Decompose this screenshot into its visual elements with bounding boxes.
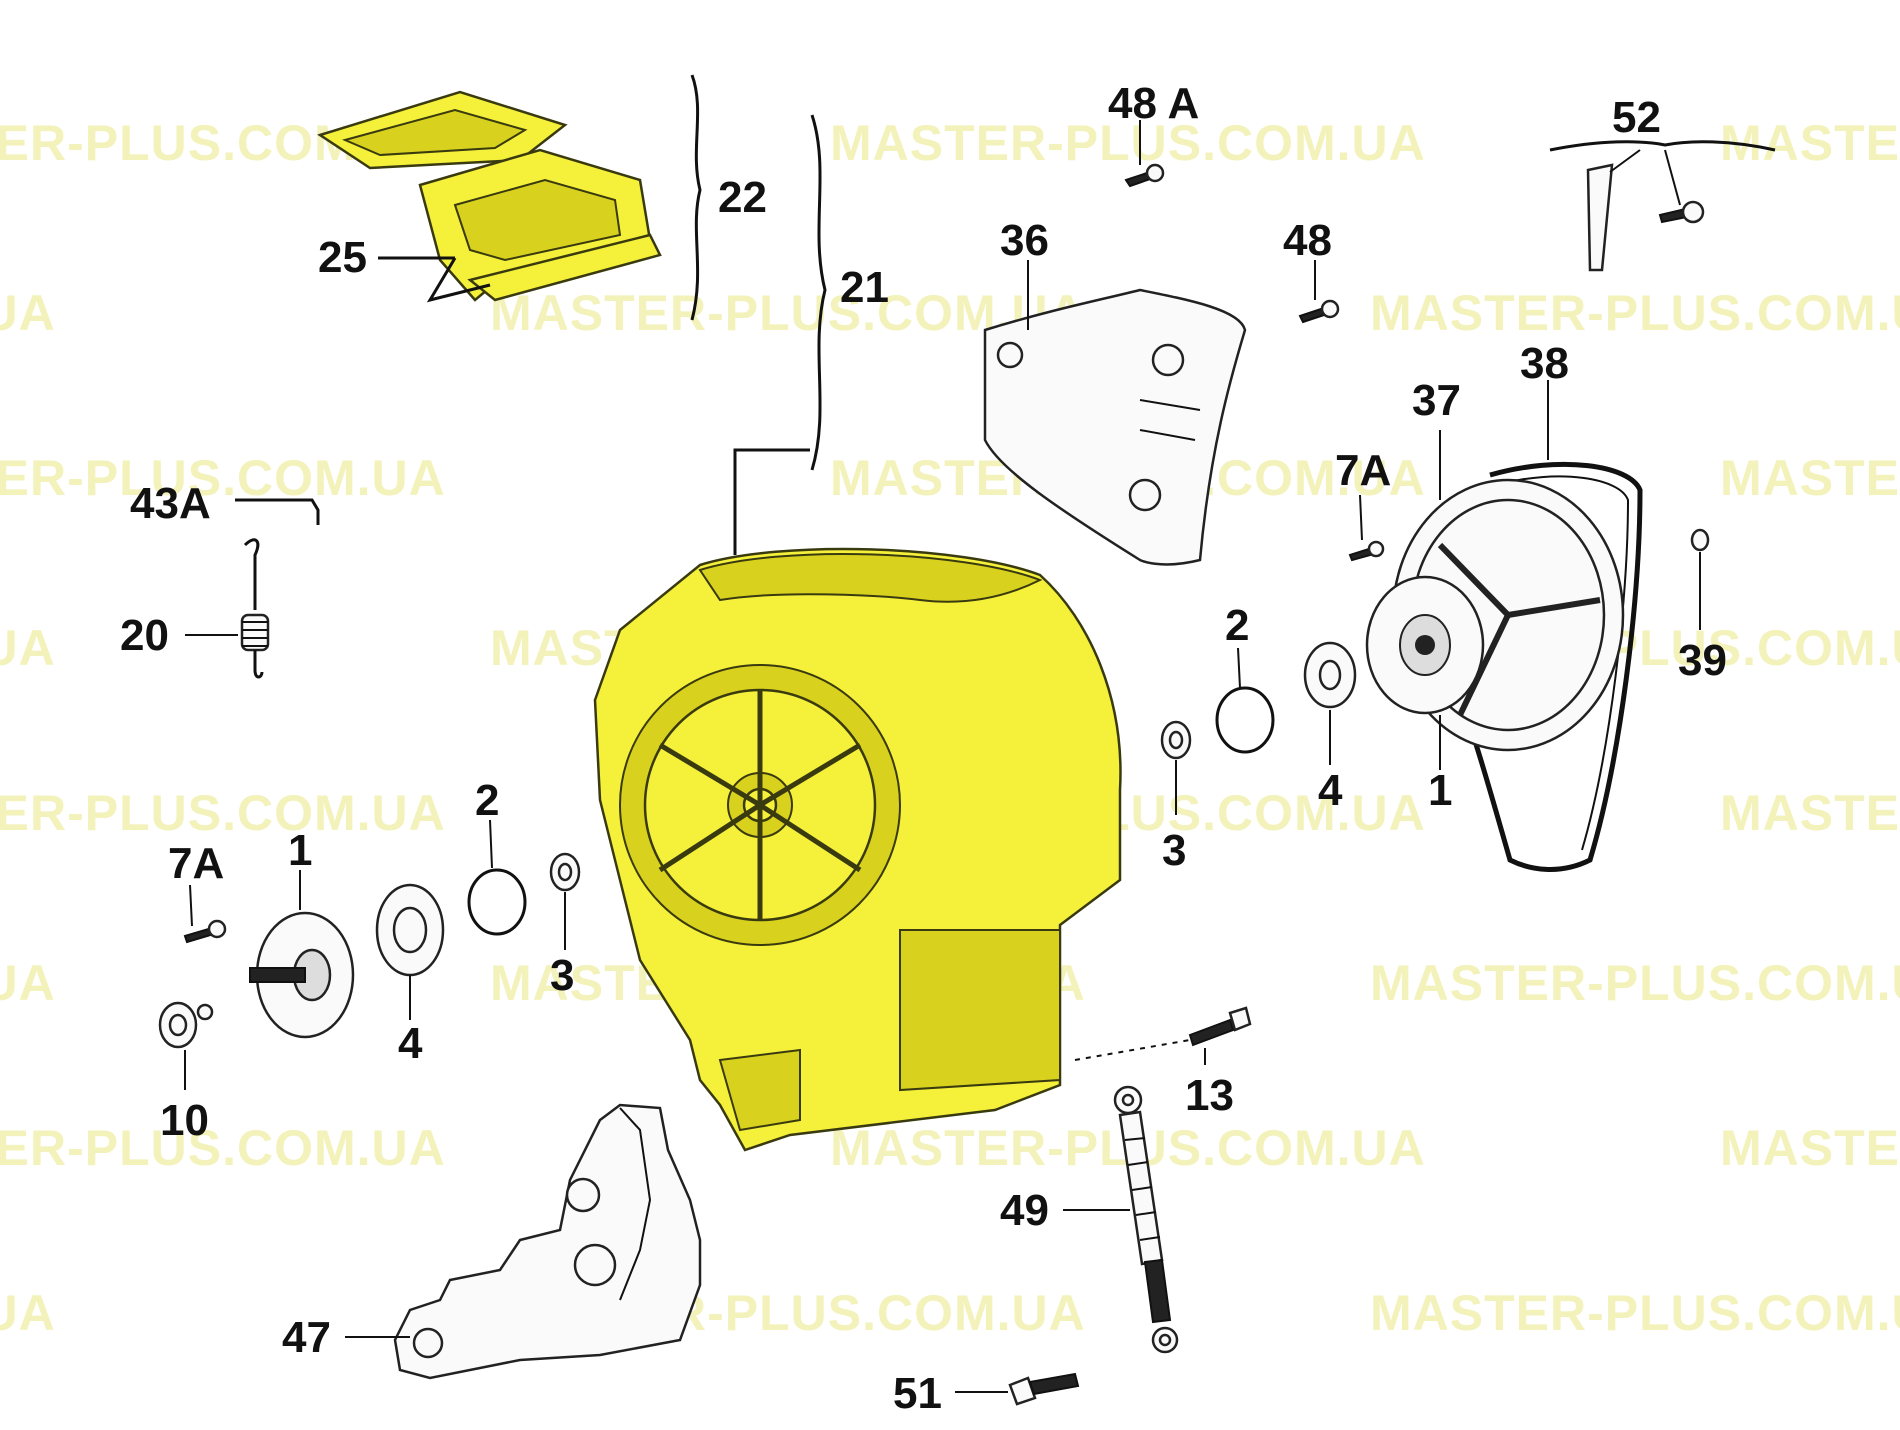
- watermark: MASTER-PLUS.COM.UA: [1720, 115, 1900, 171]
- leader-25: [378, 256, 491, 303]
- watermark: MASTER-PLUS.COM.UA: [0, 785, 446, 841]
- bracket-part-52: [1549, 140, 1776, 272]
- label-39: 39: [1678, 636, 1727, 685]
- bolt-part-51: [1008, 1372, 1080, 1406]
- bearing-part-3-right: [1160, 720, 1192, 760]
- watermark: MASTER-PLUS.COM.UA: [1370, 1285, 1900, 1341]
- screw-part-48: [1298, 299, 1340, 324]
- label-10: 10: [160, 1096, 209, 1145]
- label-37: 37: [1412, 376, 1461, 425]
- watermark: MASTER-PLUS.COM.UA: [0, 955, 56, 1011]
- counterweight-part-36: [983, 288, 1247, 566]
- label-51: 51: [893, 1369, 942, 1418]
- label-1-left: 1: [288, 826, 312, 875]
- o-ring-part-2-right: [1215, 686, 1275, 754]
- leader-2-left: [489, 819, 493, 869]
- spring-part-20: [240, 538, 270, 679]
- label-25: 25: [318, 233, 367, 282]
- leader-7a-left: [189, 884, 193, 927]
- flange-part-1-left: [249, 911, 355, 1039]
- watermark: MASTER-PLUS.COM.UA: [1370, 285, 1900, 341]
- label-3-right: 3: [1162, 826, 1186, 875]
- watermark: MASTER-PLUS.COM.UA: [1720, 785, 1900, 841]
- leader-2-right: [1237, 647, 1241, 689]
- label-43a: 43A: [130, 479, 211, 528]
- flange-part-1-right: [1365, 575, 1485, 715]
- label-47: 47: [282, 1313, 331, 1362]
- nut-part-10: [158, 1001, 214, 1049]
- watermark: MASTER-PLUS.COM.UA: [0, 450, 446, 506]
- label-3-left: 3: [550, 951, 574, 1000]
- label-1-right: 1: [1428, 766, 1452, 815]
- leader-22-brace: [690, 74, 702, 321]
- label-4-left: 4: [398, 1019, 423, 1068]
- bolt-part-13: [1074, 1006, 1252, 1061]
- label-52: 52: [1612, 93, 1661, 142]
- label-13: 13: [1185, 1071, 1234, 1120]
- leader-21: [733, 448, 810, 555]
- label-36: 36: [1000, 216, 1049, 265]
- screw-part-7a-right: [1348, 540, 1385, 562]
- leader-21-brace: [810, 114, 827, 471]
- screw-part-7a-left: [183, 919, 227, 944]
- tub-part-21: [593, 547, 1122, 1152]
- watermark: MASTER-PLUS.COM.UA: [0, 620, 56, 676]
- belt-part-38: [1457, 461, 1643, 872]
- filter-cover-part-22: [317, 90, 662, 302]
- washer-part-39: [1690, 528, 1710, 552]
- rod-part-43a: [235, 498, 320, 525]
- seal-part-4-right: [1303, 641, 1357, 709]
- bearing-part-3-left: [549, 852, 581, 892]
- label-21: 21: [840, 263, 889, 312]
- watermark: MASTER-PLUS.COM.UA: [0, 1285, 56, 1341]
- watermark: MASTER-PLUS.COM.UA: [0, 1120, 446, 1176]
- label-48a: 48 A: [1108, 79, 1199, 128]
- seal-part-4-left: [375, 883, 445, 977]
- label-20: 20: [120, 611, 169, 660]
- label-7a-right: 7A: [1335, 446, 1391, 495]
- o-ring-part-2-left: [467, 868, 527, 936]
- label-7a-left: 7A: [168, 839, 224, 888]
- label-4-right: 4: [1318, 766, 1343, 815]
- label-38: 38: [1520, 339, 1569, 388]
- label-22: 22: [718, 173, 767, 222]
- label-48: 48: [1283, 216, 1332, 265]
- part-labels: 22 21 25 48 A 48 52 36 38 37 7A 39 43A 2…: [120, 79, 1727, 1418]
- screw-part-48a: [1124, 163, 1165, 188]
- watermark: MASTER-PLUS.COM.UA: [830, 115, 1426, 171]
- watermark: MASTER-PLUS.COM.UA: [0, 285, 56, 341]
- watermark: MASTER-PLUS.COM.UA: [1370, 955, 1900, 1011]
- label-49: 49: [1000, 1186, 1049, 1235]
- leader-7a-right: [1359, 494, 1363, 541]
- shock-absorber-part-49: [1113, 1085, 1179, 1354]
- watermark: MASTER-PLUS.COM.UA: [1720, 450, 1900, 506]
- base-bracket-part-47: [393, 1103, 702, 1380]
- label-2-right: 2: [1225, 601, 1249, 650]
- watermark: MASTER-PLUS.COM.UA: [1720, 1120, 1900, 1176]
- label-2-left: 2: [475, 776, 499, 825]
